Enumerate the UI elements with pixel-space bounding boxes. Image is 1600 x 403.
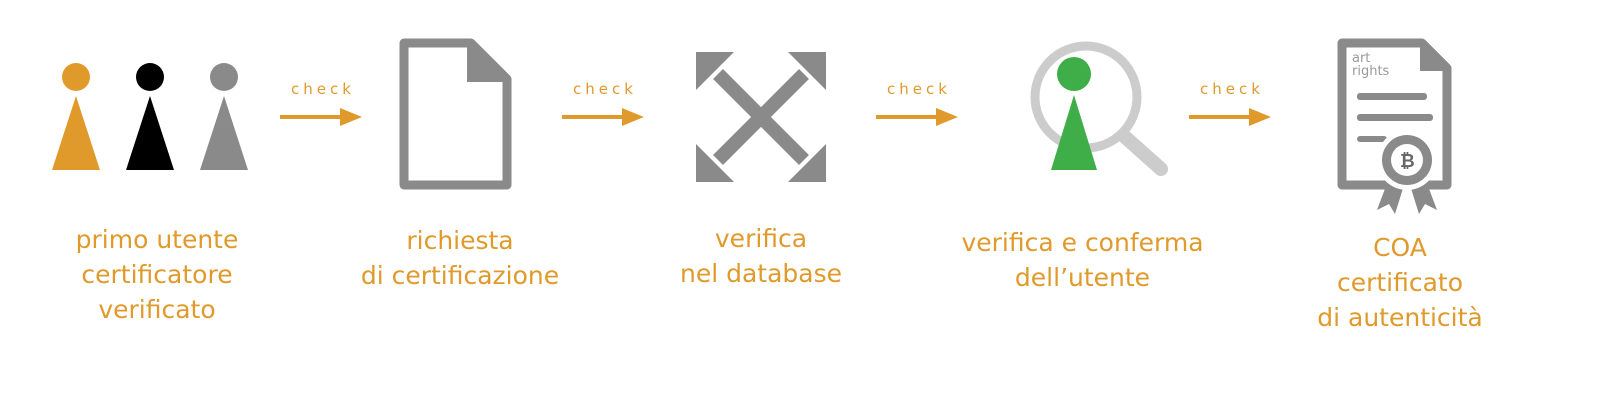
arrow-right-icon bbox=[1189, 108, 1271, 126]
user-black-icon bbox=[126, 63, 174, 170]
expand-arrows-icon bbox=[696, 52, 826, 182]
check-label: check bbox=[1200, 80, 1264, 98]
check-label: check bbox=[573, 80, 637, 98]
step-label-verifica-conferma: verifica e conferma dell’utente bbox=[961, 228, 1204, 292]
user-green-icon bbox=[1051, 57, 1097, 170]
arrow-right-icon bbox=[876, 108, 958, 126]
certificate-icon: art rights ₿ bbox=[1337, 38, 1452, 214]
check-label: check bbox=[887, 80, 951, 98]
user-gray-icon bbox=[200, 63, 248, 170]
arrow-right-icon bbox=[562, 108, 644, 126]
step-label-primo-utente: primo utente certificatore verificato bbox=[75, 225, 239, 324]
check-label: check bbox=[291, 80, 355, 98]
certificate-logo: art bbox=[1352, 51, 1370, 66]
step-label-richiesta: richiesta di certificazione bbox=[360, 226, 560, 290]
document-icon bbox=[399, 38, 512, 190]
user-magnifier-icon bbox=[1030, 41, 1168, 176]
users-icon bbox=[52, 63, 248, 170]
step-label-coa: COA certificato di autenticità bbox=[1317, 233, 1483, 332]
arrow-right-icon bbox=[280, 108, 362, 126]
step-label-verifica-database: verifica nel database bbox=[679, 224, 843, 288]
certificate-seal-icon: ₿ bbox=[1377, 130, 1437, 214]
user-orange-icon bbox=[52, 63, 100, 170]
certificate-logo: rights bbox=[1352, 64, 1390, 79]
svg-text:₿: ₿ bbox=[1400, 151, 1415, 172]
